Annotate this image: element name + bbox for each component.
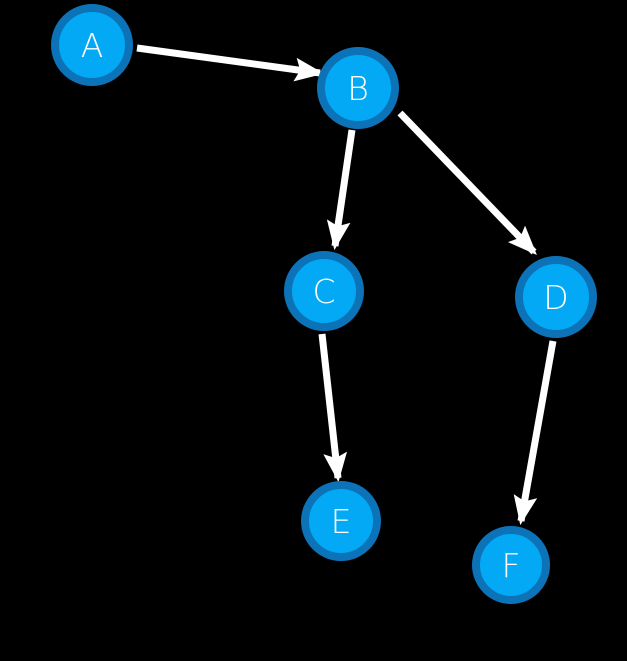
graph-node-a[interactable]: A — [51, 4, 133, 86]
graph-edge-a-to-b[interactable] — [136, 44, 325, 82]
graph-edge-c-to-e[interactable] — [318, 333, 348, 483]
graph-node-b[interactable]: B — [317, 47, 399, 129]
graph-node-f[interactable]: F — [472, 526, 550, 604]
graph-node-label: E — [330, 501, 352, 541]
graph-node-label: A — [80, 25, 104, 65]
graph-edge-b-to-c[interactable] — [326, 129, 356, 251]
graph-node-c[interactable]: C — [284, 251, 364, 331]
graph-node-label: B — [347, 68, 369, 108]
graph-node-e[interactable]: E — [301, 481, 381, 561]
graph-node-label: D — [543, 277, 569, 317]
graph-edge-b-to-d[interactable] — [397, 110, 537, 256]
graph-edge-d-to-f[interactable] — [513, 340, 557, 526]
graph-node-label: F — [501, 545, 521, 585]
graph-node-d[interactable]: D — [515, 256, 597, 338]
edges-group — [136, 44, 557, 526]
graph-node-label: C — [312, 271, 336, 311]
